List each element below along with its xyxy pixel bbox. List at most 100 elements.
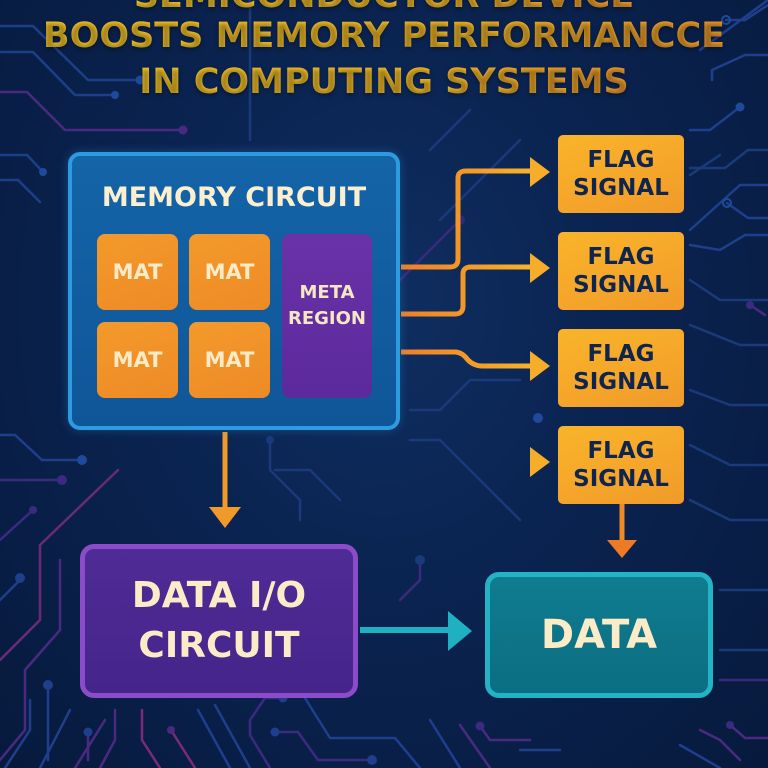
circuit-trace bbox=[73, 718, 107, 768]
circuit-trace bbox=[710, 53, 768, 82]
circuit-trace bbox=[0, 153, 45, 174]
mat-block: MAT bbox=[189, 322, 270, 398]
circuit-trace bbox=[428, 718, 462, 768]
circuit-trace bbox=[273, 468, 342, 502]
circuit-trace bbox=[0, 558, 62, 762]
circuit-trace bbox=[0, 468, 120, 662]
memory-circuit-block: MEMORY CIRCUIT MAT MAT MAT MAT META REGI… bbox=[68, 152, 400, 430]
circuit-trace bbox=[725, 201, 768, 220]
data-io-label-line1: DATA I/O bbox=[131, 575, 307, 616]
arrowhead-right-icon bbox=[530, 253, 550, 283]
circuit-trace bbox=[196, 708, 232, 768]
title-text: BOOSTS MEMORY PERFORMANCCE bbox=[42, 16, 726, 56]
circuit-trace bbox=[0, 508, 35, 542]
flag-label: FLAG bbox=[587, 244, 655, 270]
arrowhead-right-icon bbox=[530, 157, 550, 187]
trace-node bbox=[721, 15, 731, 25]
circuit-trace bbox=[0, 90, 185, 132]
mat-block: MAT bbox=[97, 322, 178, 398]
trace-node bbox=[735, 102, 745, 112]
flag-signal-block: FLAG SIGNAL bbox=[558, 329, 684, 407]
circuit-trace bbox=[248, 696, 285, 768]
trace-node bbox=[746, 301, 754, 309]
signal-label: SIGNAL bbox=[573, 466, 669, 492]
circuit-trace bbox=[3, 698, 32, 768]
arrow-memory-to-flag-3 bbox=[401, 349, 530, 369]
circuit-trace bbox=[38, 708, 72, 768]
circuit-trace bbox=[698, 0, 768, 52]
circuit-trace bbox=[688, 183, 768, 232]
circuit-trace bbox=[408, 438, 522, 522]
circuit-trace bbox=[458, 723, 492, 768]
circuit-trace bbox=[724, 3, 768, 22]
circuit-trace bbox=[478, 724, 532, 742]
arrowhead-down-icon bbox=[209, 507, 241, 528]
circuit-trace bbox=[408, 378, 522, 412]
trace-node bbox=[83, 727, 93, 737]
data-io-label-line2: CIRCUIT bbox=[138, 625, 300, 666]
meta-region-block: META REGION bbox=[282, 234, 372, 398]
trace-node bbox=[367, 755, 377, 765]
arrowhead-down-icon bbox=[607, 540, 637, 558]
trace-node bbox=[57, 475, 67, 485]
arrow-memory-to-flag-2 bbox=[401, 264, 530, 317]
flag-signal-block: FLAG SIGNAL bbox=[558, 426, 684, 504]
mat-block: MAT bbox=[97, 234, 178, 310]
title-text: SEMICONDUCTOR DEVICE bbox=[134, 0, 634, 16]
signal-label: SIGNAL bbox=[573, 369, 669, 395]
circuit-trace bbox=[688, 443, 768, 467]
circuit-trace bbox=[98, 708, 117, 768]
flag-label: FLAG bbox=[587, 438, 655, 464]
circuit-trace bbox=[678, 743, 722, 768]
circuit-trace bbox=[398, 558, 422, 602]
circuit-trace bbox=[698, 728, 742, 762]
circuit-trace bbox=[398, 218, 462, 282]
circuit-trace bbox=[169, 728, 197, 768]
meta-region-label-line2: REGION bbox=[288, 308, 366, 329]
trace-node bbox=[135, 75, 145, 85]
arrowhead-right-icon bbox=[530, 447, 550, 477]
trace-node bbox=[43, 680, 53, 690]
circuit-trace bbox=[0, 24, 142, 82]
data-io-circuit-block: DATA I/O CIRCUIT bbox=[80, 544, 358, 698]
circuit-trace bbox=[0, 50, 117, 97]
circuit-trace bbox=[688, 388, 768, 407]
memory-circuit-label: MEMORY CIRCUIT bbox=[101, 182, 367, 213]
arrowhead-right-icon bbox=[448, 611, 472, 651]
title-line-1-clipped: SEMICONDUCTOR DEVICE bbox=[0, 0, 768, 16]
circuit-trace bbox=[688, 148, 768, 170]
signal-label: SIGNAL bbox=[573, 175, 669, 201]
meta-region-label-line1: META bbox=[299, 282, 355, 303]
trace-node bbox=[39, 168, 47, 176]
flag-signal-block: FLAG SIGNAL bbox=[558, 232, 684, 310]
arrowhead-right-icon bbox=[530, 351, 550, 381]
circuit-trace bbox=[0, 433, 82, 462]
trace-node bbox=[77, 455, 87, 465]
flag-signal-block: FLAG SIGNAL bbox=[558, 135, 684, 213]
circuit-trace bbox=[213, 703, 252, 768]
trace-node bbox=[475, 721, 485, 731]
trace-node bbox=[167, 726, 175, 734]
circuit-trace bbox=[688, 105, 742, 132]
trace-node bbox=[722, 198, 732, 208]
trace-node bbox=[29, 506, 37, 514]
trace-node bbox=[533, 413, 543, 423]
circuit-trace bbox=[268, 438, 302, 522]
data-output-block: DATA bbox=[485, 572, 713, 698]
trace-node bbox=[15, 573, 25, 583]
data-label: DATA bbox=[540, 612, 658, 658]
circuit-trace bbox=[0, 178, 42, 204]
circuit-trace bbox=[688, 323, 768, 347]
trace-node bbox=[415, 555, 425, 565]
trace-node bbox=[726, 721, 734, 729]
flag-label: FLAG bbox=[587, 341, 655, 367]
trace-node bbox=[270, 727, 280, 737]
circuit-trace bbox=[728, 723, 768, 740]
circuit-trace bbox=[688, 233, 768, 252]
trace-node bbox=[111, 91, 119, 99]
circuit-trace bbox=[0, 578, 22, 602]
trace-node bbox=[178, 125, 188, 135]
circuit-trace bbox=[688, 278, 768, 302]
